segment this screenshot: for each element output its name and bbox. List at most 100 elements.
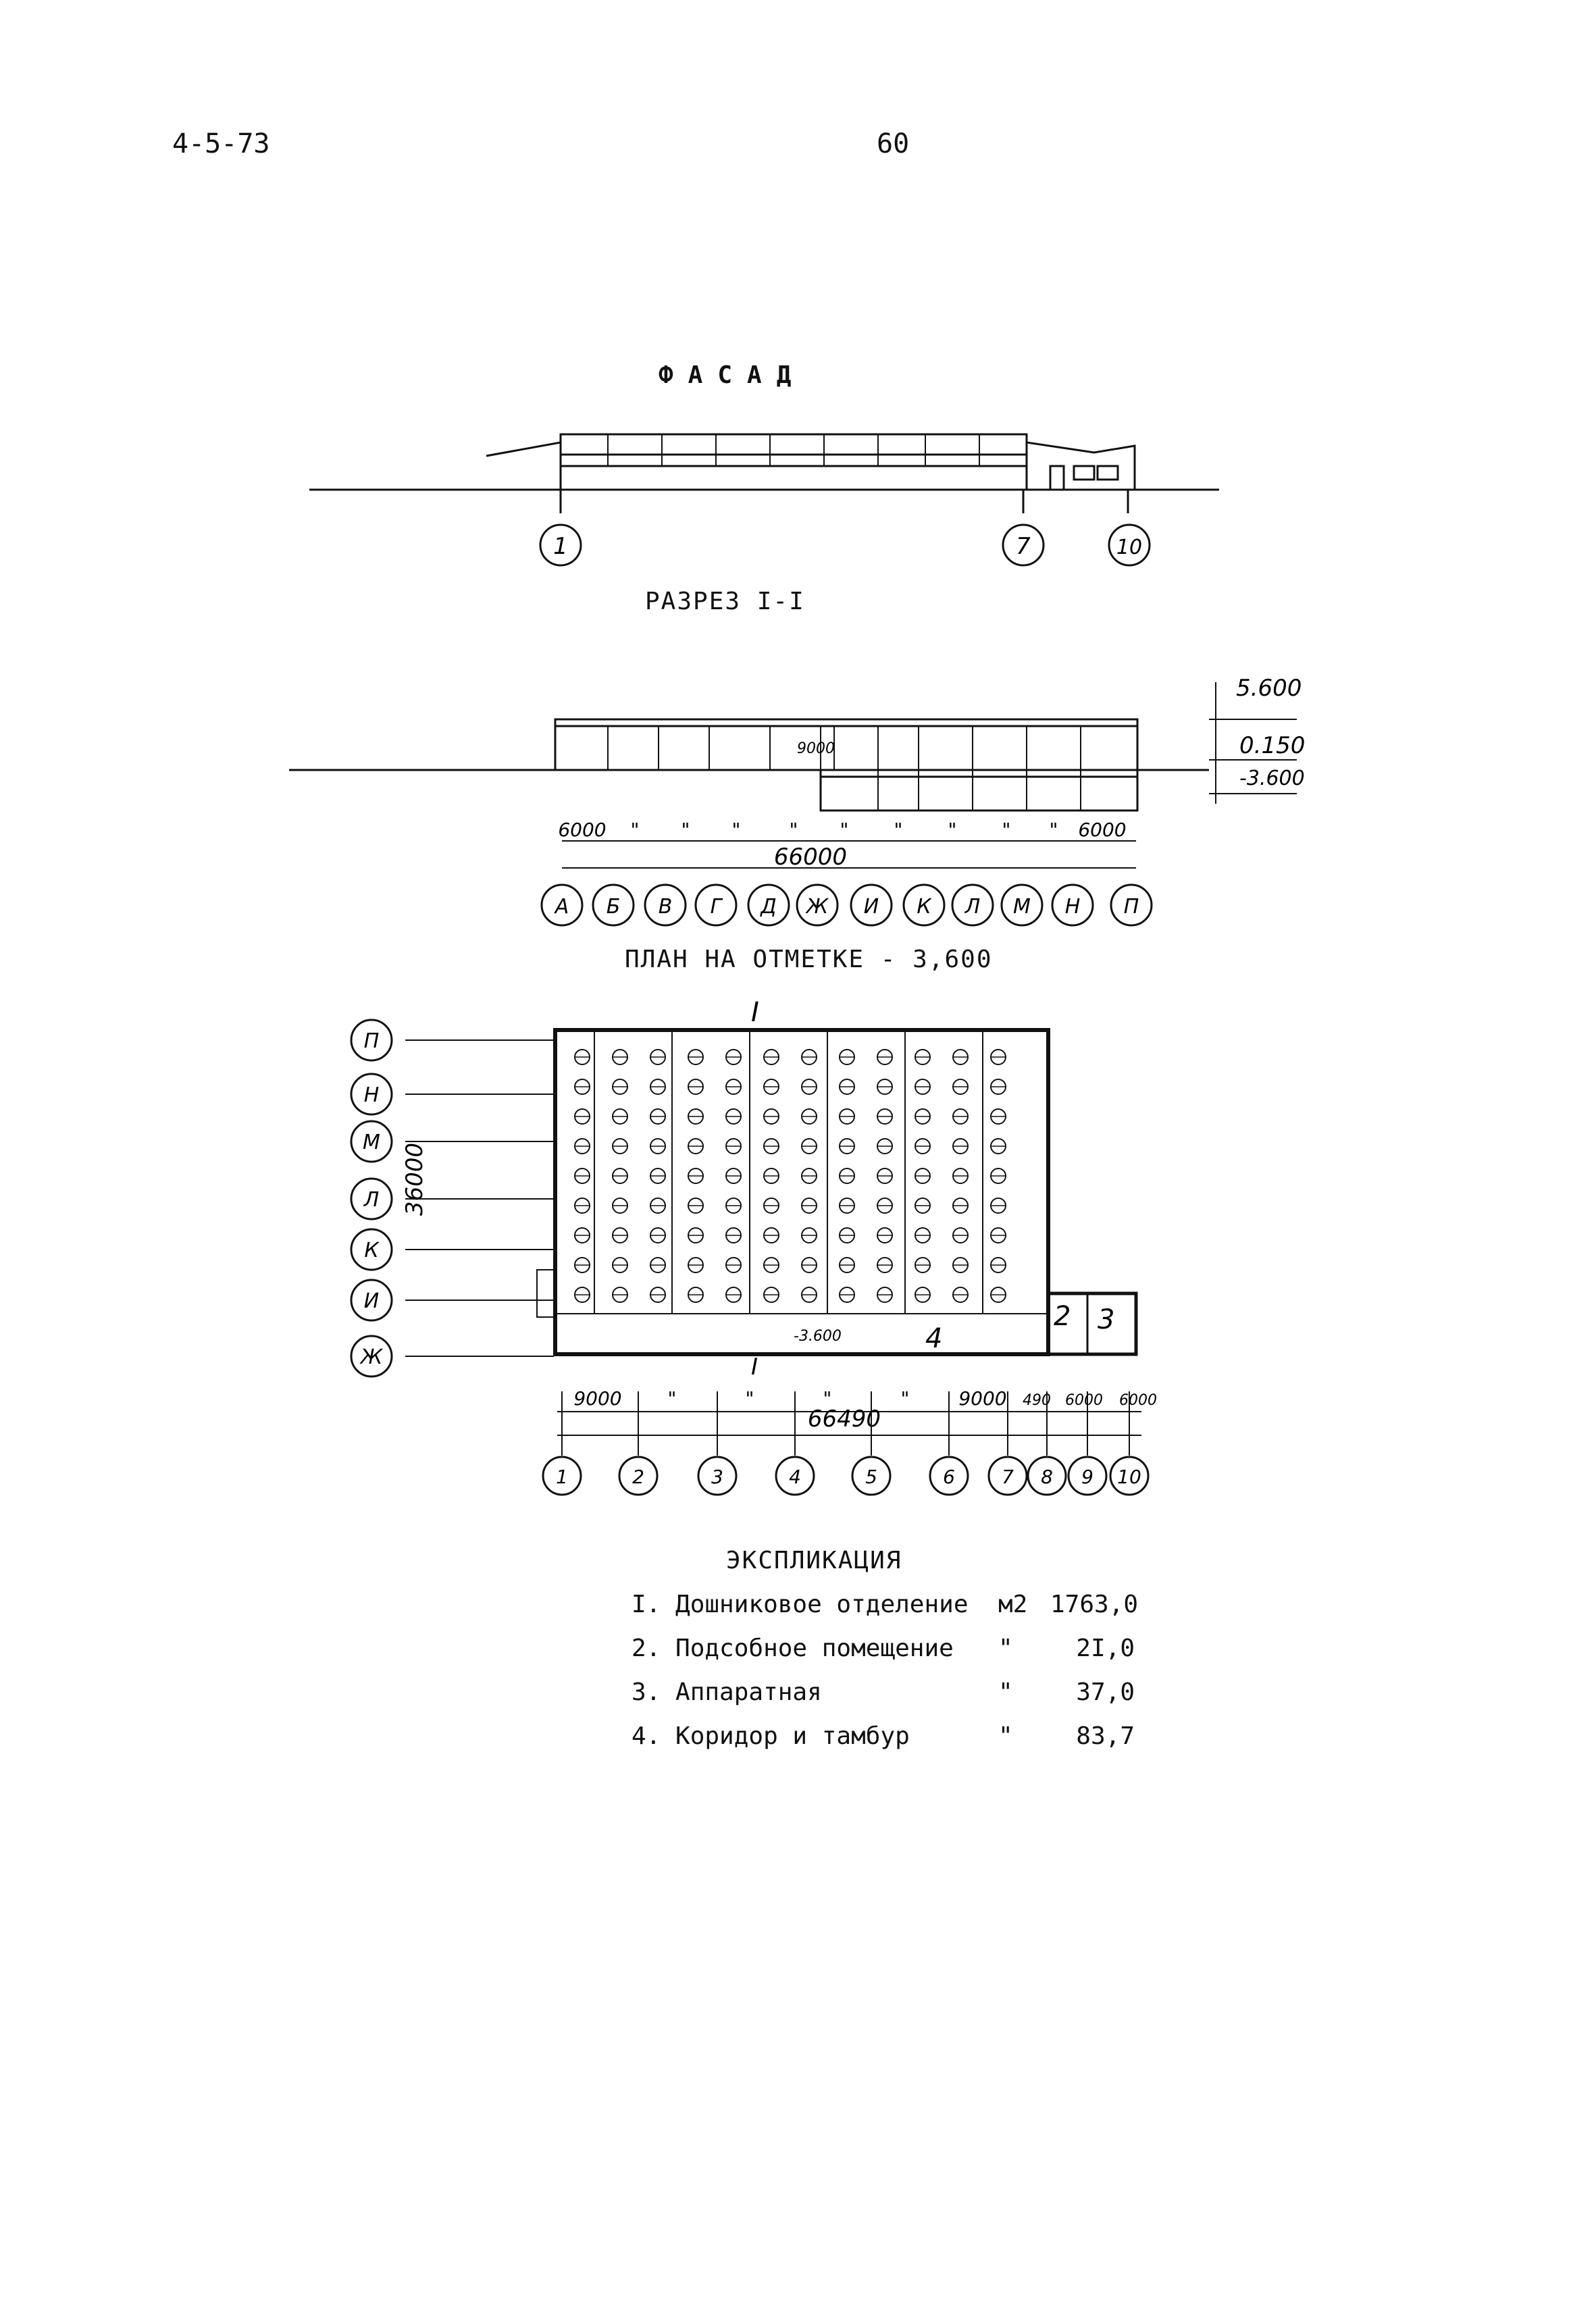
plan-bottom-dim: " xyxy=(823,1387,832,1410)
explication-name: 3. Аппаратная xyxy=(632,1678,822,1706)
section-axis-label: П xyxy=(1124,895,1139,919)
explication-row: 4. Коридор и тамбур xyxy=(632,1722,910,1750)
plan-row-bubble xyxy=(350,1335,393,1378)
plan-row-bubble xyxy=(350,1120,393,1163)
plan-level-mark: -3.600 xyxy=(794,1328,842,1345)
explication-unit: " xyxy=(998,1678,1013,1706)
explication-row: 3. Аппаратная xyxy=(632,1678,822,1706)
section-axis-bubble xyxy=(694,883,738,927)
plan-column-bubble xyxy=(697,1456,738,1496)
elevation-basement: -3.600 xyxy=(1239,767,1305,790)
plan-column-bubble xyxy=(775,1456,815,1496)
room-4-label: 4 xyxy=(925,1323,942,1354)
explication-area: 2I,0 xyxy=(1076,1635,1135,1662)
section-title: РАЗРЕЗ I-I xyxy=(645,588,805,615)
plan-row-bubble xyxy=(350,1228,393,1271)
plan-column-label: 9 xyxy=(1081,1466,1093,1488)
section-axis-bubble xyxy=(796,883,839,927)
section-axis-label: Д xyxy=(759,895,776,919)
plan-column-label: 3 xyxy=(711,1466,723,1488)
plan-column-bubble xyxy=(618,1456,659,1496)
explication-unit: " xyxy=(998,1635,1013,1662)
plan-column-bubble xyxy=(929,1456,969,1496)
section-span-label: " xyxy=(1050,819,1058,841)
facade-drawing xyxy=(309,433,1219,567)
plan-column-bubble xyxy=(987,1456,1028,1496)
plan-column-bubble xyxy=(1109,1456,1150,1496)
plan-column-label: 10 xyxy=(1117,1466,1141,1488)
plan-cut-mark-bottom: I xyxy=(751,1354,758,1381)
plan-bottom-dim: " xyxy=(746,1387,754,1410)
section-span-label: " xyxy=(894,819,903,841)
explication-title: ЭКСПЛИКАЦИЯ xyxy=(726,1547,902,1574)
facade-title: ФАСАД xyxy=(659,361,806,389)
facade-axis-1: 1 xyxy=(553,533,568,560)
section-span-label: " xyxy=(840,819,849,841)
section-span-label: " xyxy=(631,819,640,841)
plan-bottom-dim: 6000 xyxy=(1065,1392,1103,1409)
plan-bottom-dim: " xyxy=(668,1387,677,1410)
section-axis-bubble xyxy=(747,883,790,927)
document-code: 4-5-73 xyxy=(172,128,270,159)
explication-unit: м2 xyxy=(998,1591,1028,1618)
plan-column-label: 5 xyxy=(865,1466,877,1488)
section-axis-bubble xyxy=(592,883,635,927)
plan-row-bubble xyxy=(350,1279,393,1322)
plan-column-bubble xyxy=(1027,1456,1067,1496)
plan-column-label: 7 xyxy=(1002,1466,1014,1488)
section-axis-bubble xyxy=(1110,883,1153,927)
section-drawing xyxy=(289,682,1297,869)
section-span-label: 6000 xyxy=(558,819,606,841)
section-axis-label: А xyxy=(554,895,569,919)
plan-row-label: М xyxy=(363,1131,380,1154)
explication-area: 83,7 xyxy=(1076,1722,1135,1750)
section-axis-label: Ж xyxy=(805,895,829,919)
explication-name: 2. Подсобное помещение xyxy=(632,1635,954,1662)
section-span-label: 6000 xyxy=(1078,819,1126,841)
section-axis-label: Л xyxy=(964,895,981,919)
explication-name: I. Дошниковое отделение xyxy=(632,1591,969,1618)
section-axis-label: М xyxy=(1013,895,1031,919)
plan-bottom-dim: 9000 xyxy=(958,1387,1006,1410)
section-axis-bubble xyxy=(850,883,893,927)
plan-cut-mark-top: I xyxy=(751,997,759,1028)
section-axis-label: Н xyxy=(1065,895,1081,919)
explication-unit: " xyxy=(998,1722,1013,1750)
plan-row-bubble xyxy=(350,1073,393,1116)
plan-column-bubble xyxy=(1067,1456,1108,1496)
plan-left-total: 36000 xyxy=(401,1143,428,1216)
facade-axis-7: 7 xyxy=(1016,533,1031,560)
explication-area: 1763,0 xyxy=(1050,1591,1139,1618)
plan-row-label: Ж xyxy=(359,1345,384,1369)
section-span-label: " xyxy=(732,819,741,841)
plan-row-bubble xyxy=(350,1019,393,1062)
section-total-span: 66000 xyxy=(774,844,847,871)
section-axis-bubble xyxy=(951,883,994,927)
room-3-label: 3 xyxy=(1098,1304,1114,1335)
section-span-labels: 6000"""""""""6000 xyxy=(558,819,1126,841)
plan-bottom-dim: 6000 xyxy=(1119,1392,1157,1409)
section-span-label: " xyxy=(790,819,798,841)
plan-drawing xyxy=(536,1028,1138,1356)
plan-bottom-total: 66490 xyxy=(808,1406,881,1433)
plan-column-label: 2 xyxy=(632,1466,644,1488)
section-axis-label: Б xyxy=(607,895,621,919)
plan-row-label: Л xyxy=(363,1188,380,1212)
plan-equipment-grid xyxy=(574,1030,1006,1314)
plan-column-label: 8 xyxy=(1041,1466,1053,1488)
plan-column-label: 1 xyxy=(556,1466,568,1488)
plan-row-label: Н xyxy=(364,1083,380,1107)
section-axis-label: В xyxy=(659,895,673,919)
plan-title: ПЛАН НА ОТМЕТКЕ - 3,600 xyxy=(625,946,993,973)
section-span-label: " xyxy=(1002,819,1011,841)
explication-name: 4. Коридор и тамбур xyxy=(632,1722,910,1750)
section-axis-bubble xyxy=(540,883,584,927)
section-axis-bubble xyxy=(1051,883,1094,927)
plan-bottom-dim: 9000 xyxy=(573,1387,621,1410)
plan-row-bubble xyxy=(350,1177,393,1220)
plan-row-label: П xyxy=(364,1029,380,1053)
plan-row-label: К xyxy=(364,1239,380,1262)
